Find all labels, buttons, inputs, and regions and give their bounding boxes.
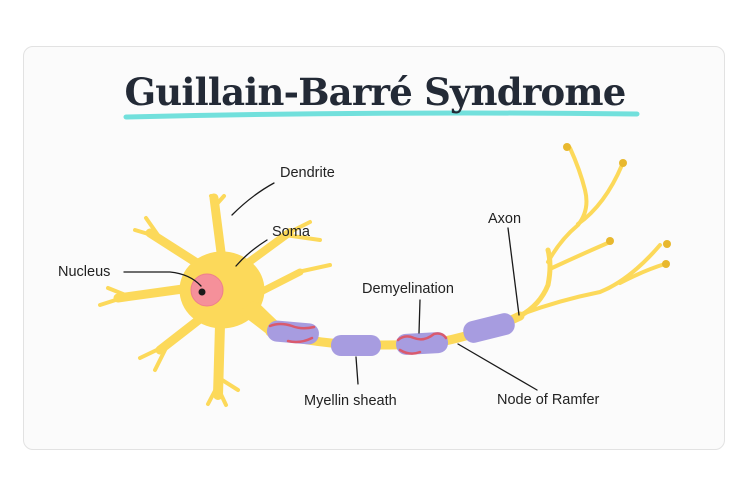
nucleus (190, 273, 224, 307)
label-demyelination: Demyelination (362, 281, 454, 297)
neuron (98, 143, 671, 407)
myelin-segment (396, 332, 449, 355)
label-node-of-ranvier: Node of Ramfer (497, 392, 600, 408)
nucleolus (198, 288, 206, 296)
title-underline (123, 110, 640, 120)
leader-dendrite (231, 182, 275, 216)
myelin-segment (331, 335, 381, 356)
myelin-sheaths (266, 313, 515, 356)
axon-terminals (517, 146, 667, 319)
leader-myelin (355, 356, 359, 385)
label-soma: Soma (272, 224, 311, 240)
label-dendrite: Dendrite (280, 165, 335, 181)
label-nucleus: Nucleus (58, 264, 110, 280)
myelin-segment (463, 313, 515, 343)
label-axon: Axon (488, 211, 521, 227)
demyelination-damage (268, 322, 448, 355)
terminal-buttons (563, 143, 671, 268)
leader-node (457, 343, 538, 391)
leader-demyelination (418, 299, 421, 334)
page-title: Guillain-Barré Syndrome (124, 70, 626, 114)
leader-soma (235, 239, 268, 267)
myelin-segment (266, 320, 319, 345)
leader-lines (123, 182, 538, 391)
leader-nucleus (123, 271, 202, 287)
leader-axon (507, 227, 520, 316)
label-myelin-sheath: Myellin sheath (304, 393, 397, 409)
